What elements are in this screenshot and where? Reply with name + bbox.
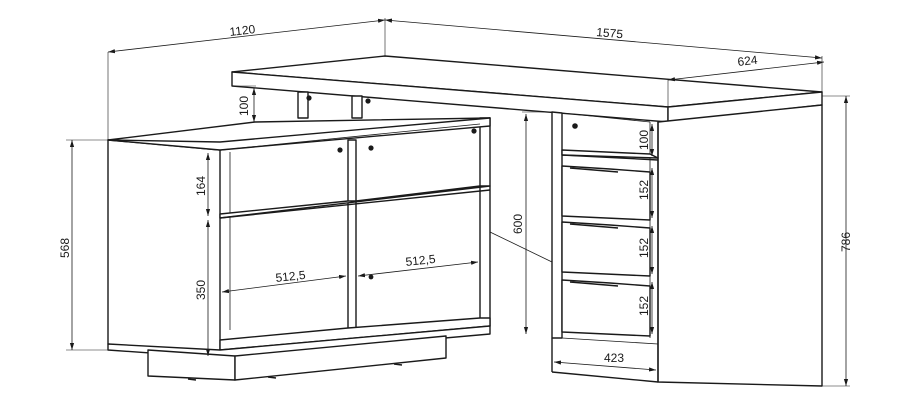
dim-drawer-3: 152 [637, 296, 651, 316]
dim-drawer-1: 152 [637, 180, 651, 200]
desk-top [231, 55, 823, 123]
dimension-lines [66, 18, 850, 387]
dim-compartment-right: 512,5 [405, 252, 437, 269]
dim-shelf-bottom: 350 [194, 280, 208, 300]
dimension-labels: 1120 1575 624 100 164 350 568 512,5 512,… [58, 22, 853, 365]
dim-pedestal-depth: 423 [604, 351, 624, 365]
dim-top-length: 1575 [596, 25, 624, 41]
dim-cabinet-depth: 1120 [229, 22, 257, 39]
dim-drawer-gap: 100 [637, 130, 651, 150]
right-pedestal [551, 104, 823, 387]
dim-drawer-2: 152 [637, 238, 651, 258]
dim-upper-gap: 100 [237, 96, 251, 116]
dim-cabinet-height: 568 [58, 238, 72, 258]
left-cabinet [107, 91, 553, 381]
dim-shelf-top: 164 [194, 176, 208, 196]
dim-total-height: 786 [839, 232, 853, 252]
dim-top-width: 624 [737, 53, 759, 69]
dim-compartment-left: 512,5 [275, 268, 307, 285]
dim-leg-height: 600 [511, 214, 525, 234]
